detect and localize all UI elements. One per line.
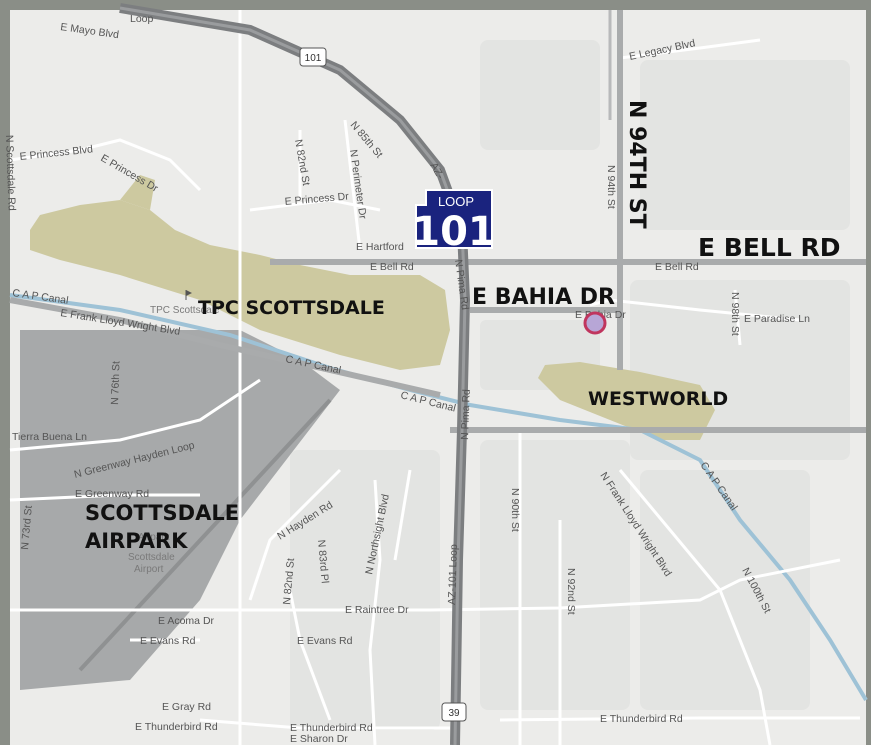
street-83rd-pl: N 83rd Pl xyxy=(315,539,331,584)
street-paradise: E Paradise Ln xyxy=(744,313,810,325)
street-az101-s: AZ-101 Loop xyxy=(446,544,460,605)
location-marker[interactable] xyxy=(583,311,607,335)
place-tpc-small: TPC Scottsdale xyxy=(150,305,220,316)
street-thunderbird-m: E Thunderbird Rd xyxy=(290,722,373,734)
street-acoma: E Acoma Dr xyxy=(158,615,215,627)
street-princess-dr: E Princess Dr xyxy=(284,190,349,208)
airport-runway xyxy=(78,398,332,672)
label-e-bahia-dr: E BAHIA DR xyxy=(472,285,615,310)
golf-flag-icon xyxy=(185,290,192,300)
label-airpark-line1: SCOTTSDALE xyxy=(85,501,239,525)
street-90th: N 90th St xyxy=(509,488,521,532)
street-tierra-buena: Tierra Buena Ln xyxy=(12,431,87,443)
label-n-94th-st: N 94TH ST xyxy=(624,100,649,229)
place-airpark-small: Airpark xyxy=(138,532,171,543)
street-98th: N 98th St xyxy=(729,292,741,336)
minor-roads xyxy=(9,10,860,745)
street-scottsdale-rd: N Scottsdale Rd xyxy=(3,135,18,211)
loop-shield-top-text: LOOP xyxy=(438,194,474,209)
street-94th-small: N 94th St xyxy=(605,165,617,209)
street-loop-top: Loop xyxy=(130,13,154,25)
westworld-area xyxy=(538,362,715,440)
street-bell-rd-e: E Bell Rd xyxy=(655,261,699,273)
street-73rd: N 73rd St xyxy=(19,505,35,550)
street-evans-e: E Evans Rd xyxy=(297,635,353,647)
street-raintree: E Raintree Dr xyxy=(345,604,409,616)
place-airport-small2: Airport xyxy=(134,564,164,575)
street-thunderbird-e: E Thunderbird Rd xyxy=(600,713,683,725)
loop-101-shield: LOOP 101 xyxy=(412,189,496,255)
street-thunderbird-w: E Thunderbird Rd xyxy=(135,721,218,733)
street-pima-s: N Pima Rd xyxy=(459,389,473,440)
street-sharon: E Sharon Dr xyxy=(290,733,348,745)
street-92nd: N 92nd St xyxy=(565,568,577,615)
street-bell-rd-w: E Bell Rd xyxy=(370,261,414,273)
street-gray: E Gray Rd xyxy=(162,701,211,713)
airport-area xyxy=(20,330,340,690)
label-tpc-scottsdale: TPC SCOTTSDALE xyxy=(198,297,385,319)
street-82nd-s: N 82nd St xyxy=(281,558,297,606)
street-hartford: E Hartford xyxy=(356,241,404,253)
place-labels: TPC Scottsdale Scottsdale Airport Airpar… xyxy=(128,305,220,575)
shield-39-small-label: 39 xyxy=(448,708,460,719)
place-airport-small1: Scottsdale xyxy=(128,552,175,563)
street-76th: N 76th St xyxy=(109,361,123,405)
shield-101-small: 101 xyxy=(299,47,327,67)
label-airpark-line2: AIRPARK xyxy=(85,529,188,553)
tpc-golf-course-north xyxy=(120,175,155,210)
shield-101-small-label: 101 xyxy=(305,53,322,64)
cap-canal xyxy=(9,293,868,702)
label-e-bell-rd: E BELL RD xyxy=(698,233,840,262)
loop-shield-number: 101 xyxy=(412,209,496,255)
shield-39-small: 39 xyxy=(441,702,467,722)
label-westworld: WESTWORLD xyxy=(588,388,728,410)
major-roads xyxy=(9,10,866,433)
street-evans-w: E Evans Rd xyxy=(140,635,196,647)
street-greenway-rd: E Greenway Rd xyxy=(75,488,149,500)
